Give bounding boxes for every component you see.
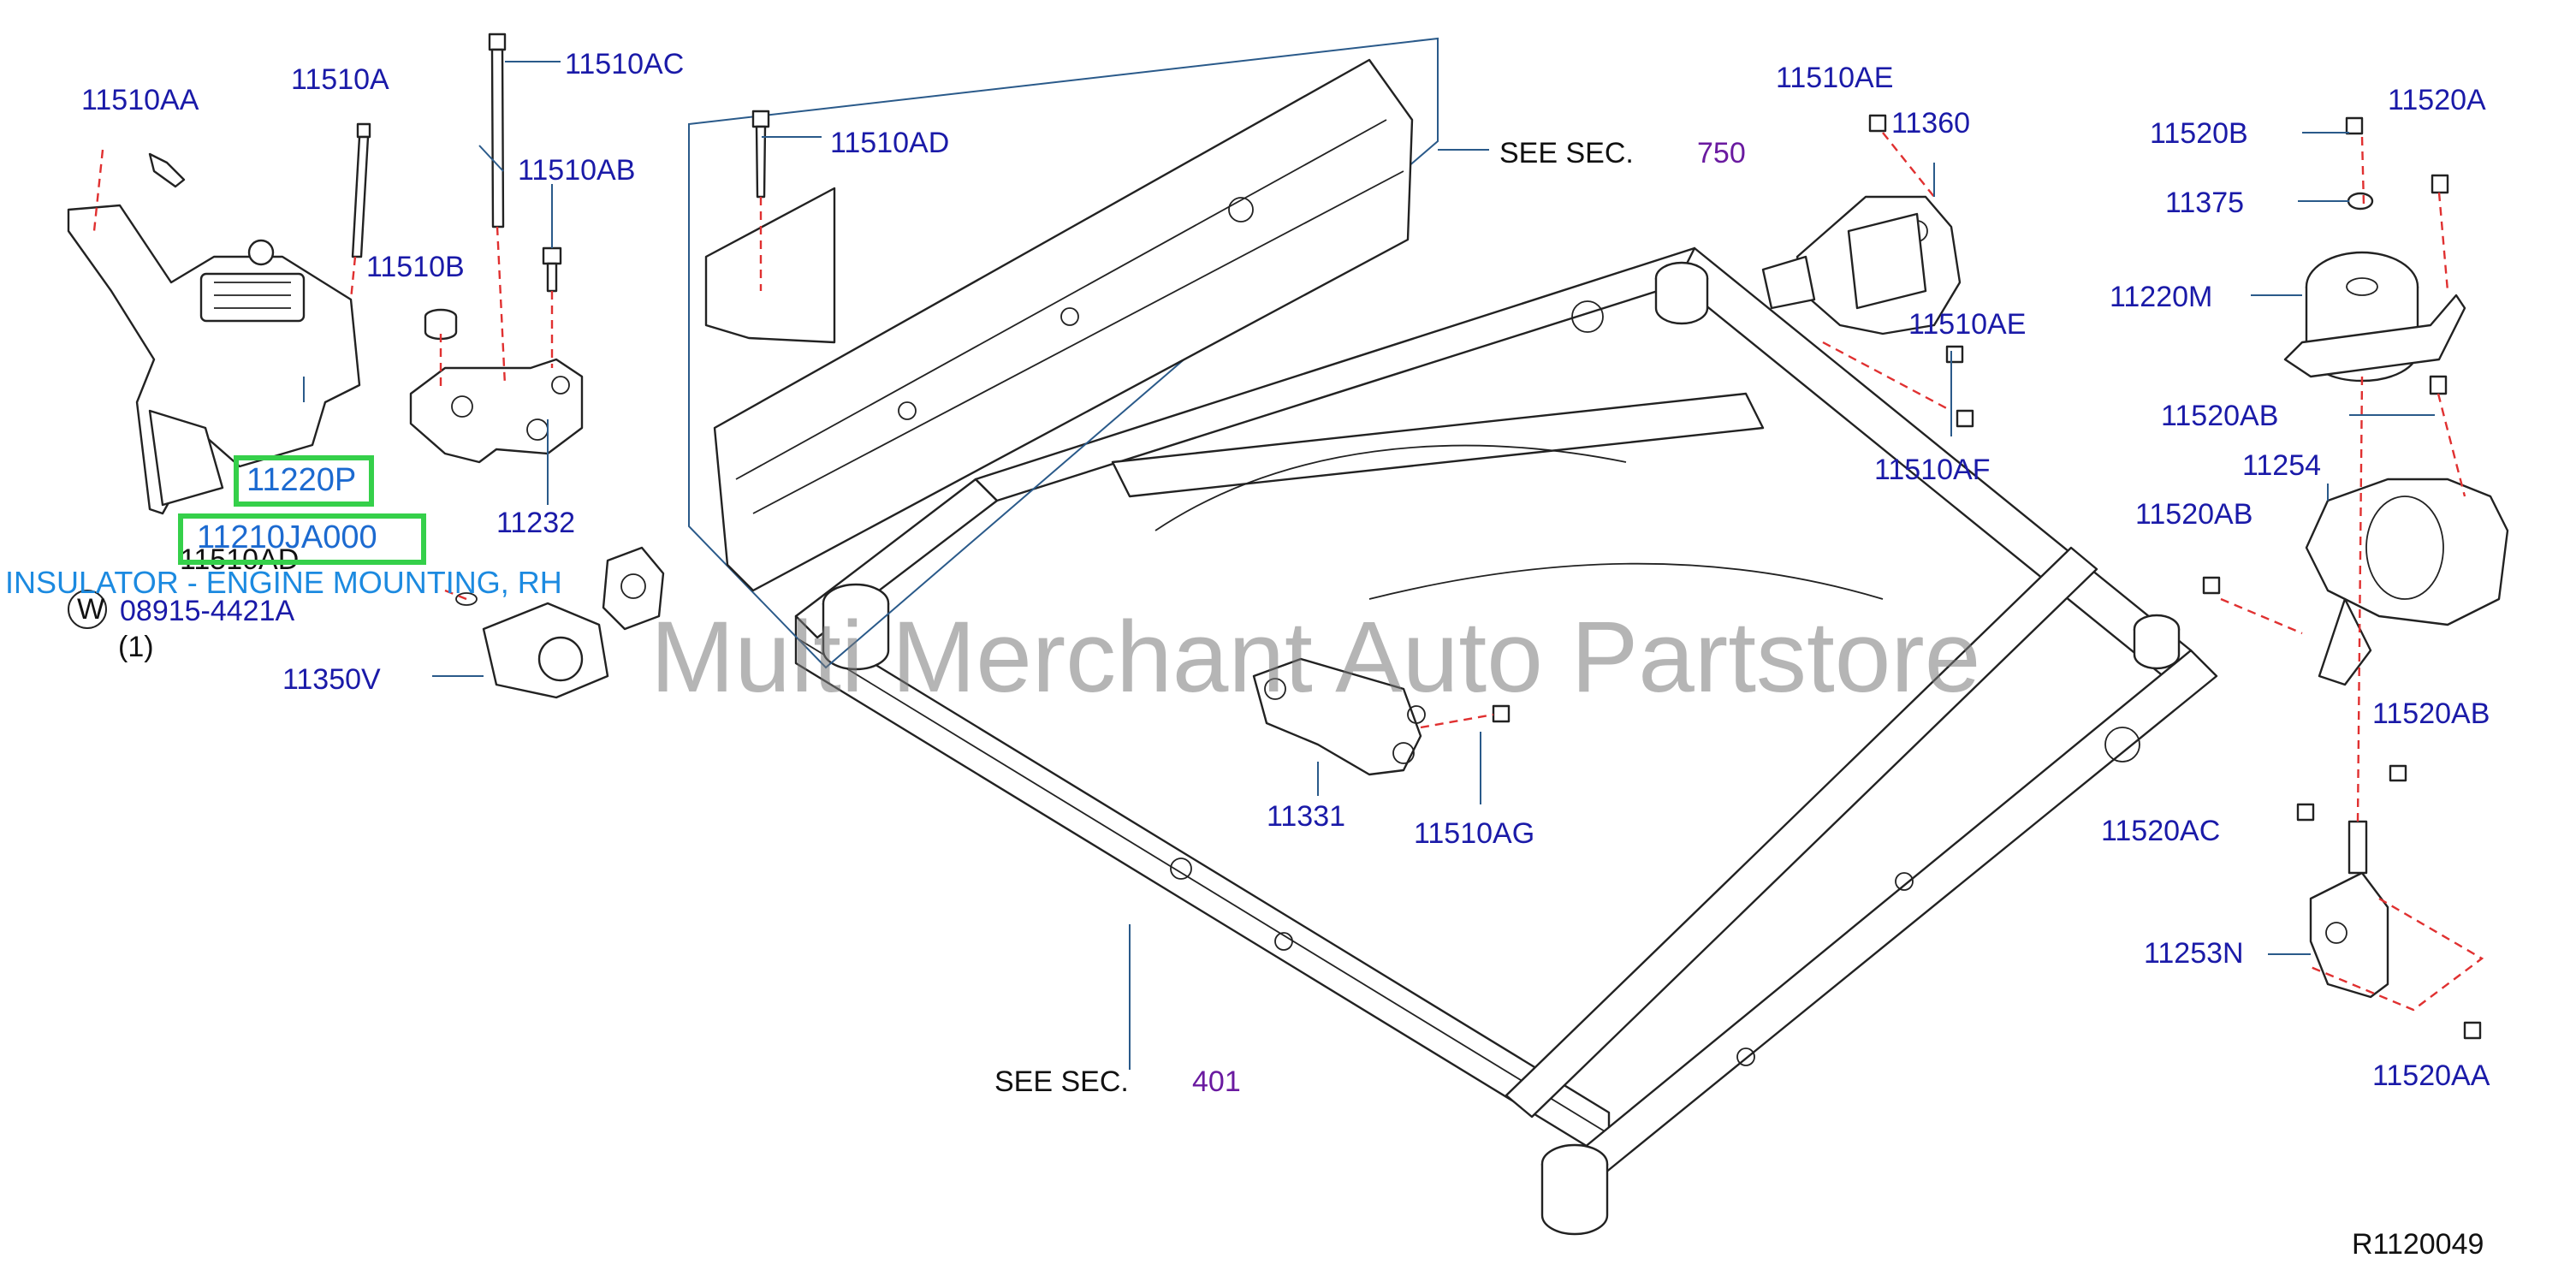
diagram-ref-code: R1120049 (2352, 1228, 2484, 1261)
bolts-right (1492, 114, 2482, 1040)
label-11350v: 11350V (282, 663, 381, 696)
label-11520ac: 11520AC (2101, 815, 2220, 847)
highlight-box-11210ja000[interactable] (178, 513, 426, 565)
see-sec-750-number: 750 (1697, 137, 1746, 169)
mount-11220m (2283, 251, 2466, 383)
label-11510ag: 11510AG (1414, 817, 1534, 850)
label-11510ae-top: 11510AE (1776, 62, 1893, 94)
label-11520aa: 11520AA (2372, 1059, 2490, 1092)
spacer-11510b (424, 308, 458, 341)
label-11360: 11360 (1891, 107, 1970, 139)
engine-mount-11220p (67, 204, 361, 515)
bolts-left (148, 33, 770, 293)
label-11520a: 11520A (2388, 84, 2486, 116)
label-11232: 11232 (496, 507, 575, 539)
label-11510aa-top: 11510AA (81, 84, 199, 116)
see-sec-750-text: SEE SEC. (1499, 137, 1634, 169)
label-11510ae-mid: 11510AE (1908, 308, 2026, 341)
w-marker-circle (68, 590, 107, 629)
side-member-inset (688, 37, 1439, 669)
label-11510ac: 11510AC (565, 48, 684, 80)
bracket-11254 (2305, 478, 2509, 686)
label-11520b: 11520B (2150, 117, 2248, 150)
rod-11331 (1252, 657, 1426, 776)
front-suspension-member (794, 246, 2218, 1236)
mount-11360 (1761, 195, 1962, 335)
label-11375: 11375 (2165, 187, 2244, 219)
label-11510a: 11510A (291, 63, 389, 96)
bracket-11232 (409, 358, 584, 464)
w-marker-letter: W (77, 593, 104, 626)
alignment-dashes (92, 132, 2484, 1012)
label-11510b: 11510B (366, 251, 465, 283)
label-11331: 11331 (1267, 800, 1345, 833)
see-sec-401-number: 401 (1192, 1065, 1241, 1098)
label-08915: 08915-4421A (120, 595, 295, 627)
label-11520ab-left: 11520AB (2135, 498, 2253, 531)
highlight-label-11220p: 11220P (246, 462, 357, 498)
highlight-box-11220p[interactable] (234, 455, 374, 507)
label-11254: 11254 (2242, 449, 2321, 482)
insulator-description: INSULATOR - ENGINE MOUNTING, RH (5, 565, 562, 600)
washer-08915 (455, 592, 478, 606)
label-11510ab-top: 11510AB (518, 154, 635, 187)
leader-lines (303, 61, 2435, 1070)
insulator-11350v (482, 546, 665, 699)
bracket-11253n (2309, 820, 2389, 999)
label-11510ad-inset: 11510AD (830, 127, 949, 159)
label-08915-qty: (1) (118, 631, 154, 663)
label-11520ab-lower: 11520AB (2372, 697, 2490, 730)
highlight-label-11210ja000: 11210JA000 (197, 519, 377, 555)
label-11510af: 11510AF (1874, 454, 1990, 486)
see-sec-401-text: SEE SEC. (994, 1065, 1129, 1098)
label-11253n: 11253N (2144, 937, 2244, 970)
label-11220m: 11220M (2110, 281, 2212, 313)
label-11520ab-upper: 11520AB (2161, 400, 2278, 432)
